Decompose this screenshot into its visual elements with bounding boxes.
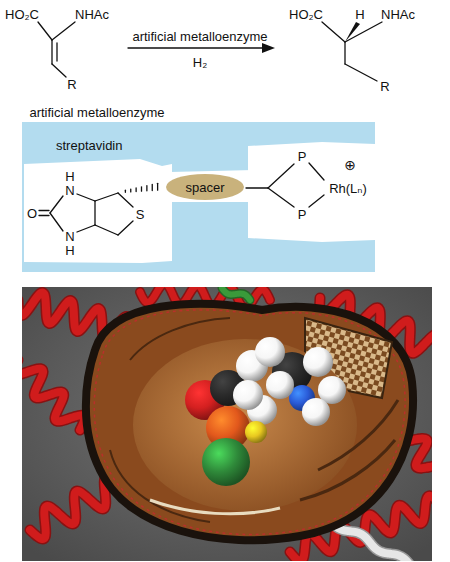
reaction-bonds	[38, 22, 382, 81]
bond	[95, 225, 118, 235]
atom-label: O	[27, 206, 37, 221]
bond	[51, 40, 52, 64]
bond	[322, 22, 345, 42]
glove-logo-patch	[150, 500, 280, 514]
bond	[246, 187, 268, 188]
helix-shadow	[222, 288, 250, 300]
wedge-bond	[345, 22, 360, 42]
reagent-label: artificial metalloenzyme	[132, 29, 267, 44]
reagent-label: H₂	[193, 55, 207, 70]
bond	[77, 225, 95, 232]
node-label: streptavidin	[56, 138, 122, 153]
bond	[50, 213, 63, 231]
atom-label: P	[298, 149, 307, 164]
hashed-bond-stroke	[157, 183, 158, 190]
atom-sphere	[303, 347, 333, 377]
atom-label: N	[65, 229, 74, 244]
atom-sphere	[266, 371, 294, 399]
atom-label: H	[65, 243, 74, 258]
group-label: NHAc	[381, 7, 415, 22]
atom-label: H	[355, 7, 364, 22]
metal-pocket	[248, 142, 375, 242]
glove	[86, 304, 413, 540]
bond	[94, 201, 95, 225]
substituent-label: R	[380, 79, 389, 94]
photo	[22, 287, 432, 561]
atom-sphere	[245, 421, 267, 443]
hashed-bond-stroke	[125, 190, 126, 192]
atom-sphere	[302, 398, 330, 426]
hashed-bond-stroke	[146, 186, 147, 191]
bond	[56, 43, 57, 61]
glove-pocket	[133, 339, 357, 511]
atom-label: N	[65, 183, 74, 198]
protein-helix	[222, 288, 250, 300]
bond	[345, 22, 382, 42]
group-label: HO₂C	[289, 7, 323, 22]
glove-seam	[300, 440, 395, 500]
bond	[268, 164, 294, 188]
bond	[77, 194, 95, 201]
glove-seam	[130, 318, 230, 360]
bond	[52, 22, 75, 40]
protein-fill	[22, 122, 375, 272]
atom-sphere	[233, 380, 263, 410]
charge-symbol: ⊕	[344, 158, 356, 173]
bond	[309, 163, 324, 180]
node-label: spacer	[185, 180, 224, 195]
glove-seam	[318, 400, 398, 470]
spacer-fill	[166, 174, 244, 200]
group-label: NHAc	[75, 7, 109, 22]
atom-label: H	[65, 169, 74, 184]
bond	[309, 195, 324, 207]
heading: artificial metalloenzyme	[29, 105, 164, 120]
bond	[39, 210, 49, 211]
atom-label: S	[136, 207, 145, 222]
bond	[118, 193, 133, 207]
helix-shadow	[22, 360, 84, 430]
reaction-arrowhead	[262, 43, 275, 53]
substituent-label: R	[67, 77, 76, 92]
bond	[50, 196, 63, 213]
atom-sphere	[202, 438, 250, 486]
atom-label: P	[298, 207, 307, 222]
binding-pocket	[24, 159, 172, 263]
atom-sphere	[255, 337, 285, 367]
spacer-ellipse: spacer	[165, 173, 245, 201]
hashed-bond-stroke	[152, 185, 153, 191]
protein-helix	[22, 360, 84, 430]
bond	[38, 22, 52, 40]
metal-label: Rh(Lₙ)	[329, 181, 367, 196]
bond	[344, 42, 345, 64]
bond	[39, 215, 49, 216]
bond	[268, 188, 294, 207]
biotin-bonds	[39, 163, 324, 235]
group-label: HO₂C	[5, 7, 39, 22]
hashed-bond-stroke	[141, 187, 142, 191]
bond	[345, 64, 377, 81]
hashed-bond-stroke	[135, 188, 136, 192]
bond	[95, 193, 118, 201]
bond	[118, 221, 133, 235]
bond	[52, 64, 66, 77]
glove-stitching	[94, 310, 405, 535]
hashed-bond-stroke	[130, 189, 131, 192]
bond	[128, 47, 264, 48]
